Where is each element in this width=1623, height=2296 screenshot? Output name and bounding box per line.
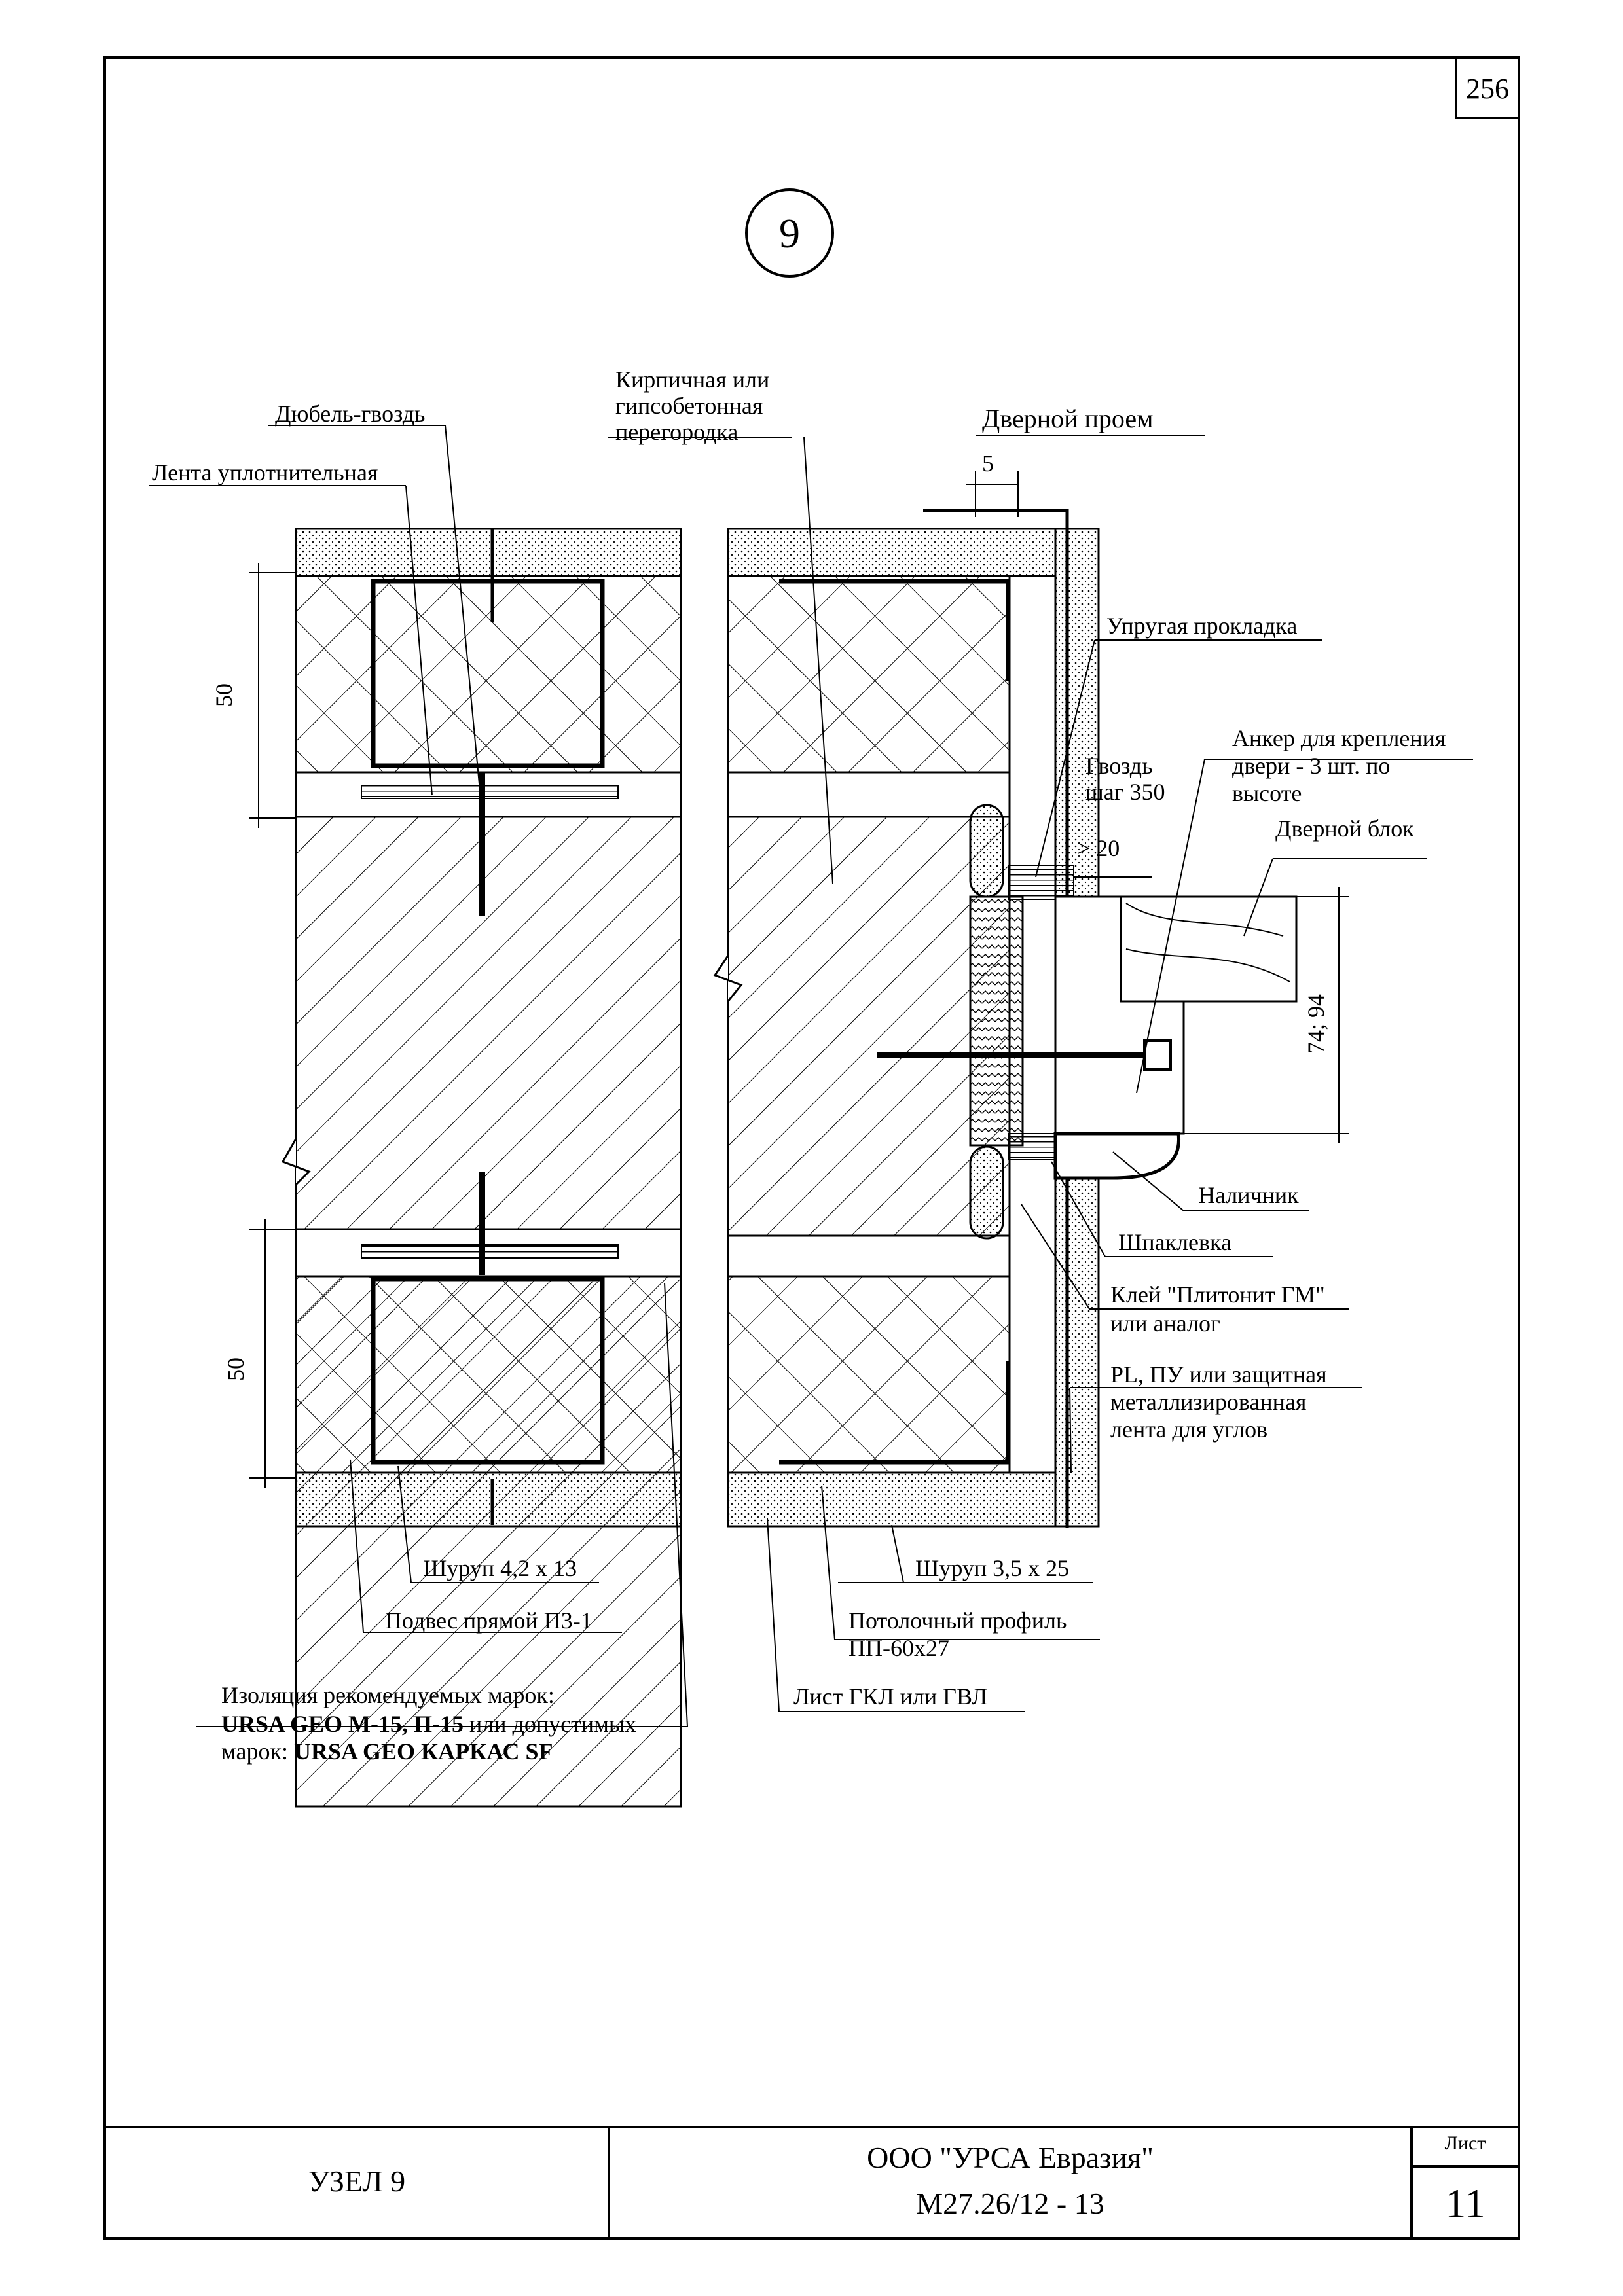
label-klei-1: Клей "Плитонит ГМ"	[1110, 1282, 1325, 1308]
label-anker-3: высоте	[1232, 780, 1302, 806]
title-sheet-label: Лист	[1444, 2132, 1486, 2154]
label-shurup-right: Шуруп 3,5 х 25	[915, 1555, 1070, 1581]
node-marker-number: 9	[779, 210, 800, 257]
left-assembly	[281, 528, 682, 1808]
label-dverniy-blok: Дверной блок	[1275, 816, 1414, 842]
label-gvozd-1: Гвоздь	[1085, 753, 1153, 779]
label-dvernoy-proem: Дверной проем	[982, 404, 1154, 433]
label-list-gkl: Лист ГКЛ или ГВЛ	[793, 1683, 987, 1710]
label-kirpich-2: гипсобетонная	[615, 393, 763, 419]
label-shpaklevka: Шпаклевка	[1118, 1229, 1231, 1255]
label-pl-2: металлизированная	[1110, 1389, 1307, 1415]
label-anker-2: двери - 3 шт. по	[1232, 753, 1391, 779]
label-profil-1: Потолочный профиль	[848, 1607, 1067, 1634]
label-podves: Подвес прямой П3-1	[385, 1607, 593, 1634]
node-marker-circle	[745, 188, 834, 278]
label-klei-2: или аналог	[1110, 1310, 1220, 1336]
page-number: 256	[1466, 73, 1509, 105]
dimensions	[249, 435, 1349, 1488]
dim-20: > 20	[1077, 835, 1120, 861]
label-gvozd-2: шаг 350	[1085, 779, 1165, 805]
label-izol-2: URSA GEO М-15, П-15 или допустимых	[221, 1711, 637, 1737]
label-kirpich-1: Кирпичная или	[615, 367, 770, 393]
dim-50-bottom: 50	[223, 1357, 249, 1381]
dim-74-94: 74; 94	[1303, 994, 1329, 1054]
leader-lines	[149, 425, 1473, 1727]
page-number-box	[1455, 56, 1520, 119]
label-kirpich-3: перегородка	[615, 419, 739, 445]
right-assembly	[713, 509, 1298, 1528]
label-dubel-gvozd: Дюбель-гвоздь	[275, 401, 426, 427]
label-pl-3: лента для углов	[1110, 1416, 1268, 1443]
dim-5: 5	[982, 450, 994, 476]
sheet-frame	[103, 56, 1520, 2240]
label-profil-2: ПП-60х27	[848, 1635, 949, 1661]
label-pl-1: PL, ПУ или защитная	[1110, 1361, 1327, 1388]
title-node: УЗЕЛ 9	[308, 2164, 406, 2198]
title-block	[105, 2126, 1519, 2238]
title-doc-code: М27.26/12 - 13	[916, 2187, 1104, 2220]
label-izol-3: марок: URSA GEO КАРКАС SF	[221, 1738, 553, 1765]
label-shurup-left: Шуруп 4,2 х 13	[423, 1555, 577, 1581]
dim-50-top: 50	[211, 683, 237, 707]
label-izol-1: Изоляция рекомендуемых марок:	[221, 1682, 555, 1708]
label-nalichnik: Наличник	[1198, 1182, 1299, 1208]
label-uprugaya-prokladka: Упругая прокладка	[1106, 613, 1298, 639]
title-company: ООО "УРСА Евразия"	[867, 2141, 1154, 2174]
label-anker-1: Анкер для крепления	[1232, 725, 1446, 751]
title-sheet-number: 11	[1445, 2180, 1486, 2227]
label-lenta-uplotnitelnaya: Лента уплотнительная	[152, 459, 378, 486]
